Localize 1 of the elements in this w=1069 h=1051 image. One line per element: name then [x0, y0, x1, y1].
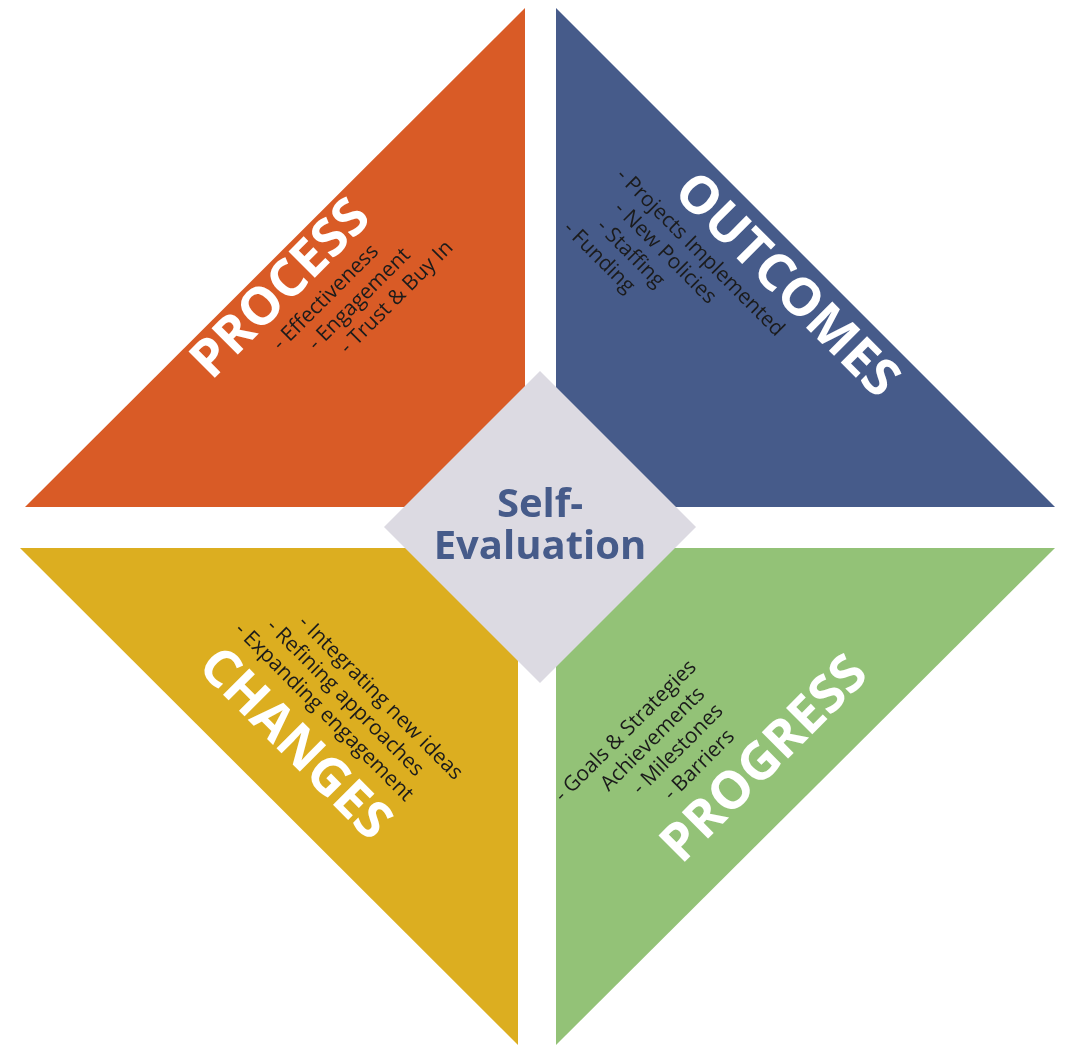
center-label: Self-Evaluation — [432, 481, 648, 565]
